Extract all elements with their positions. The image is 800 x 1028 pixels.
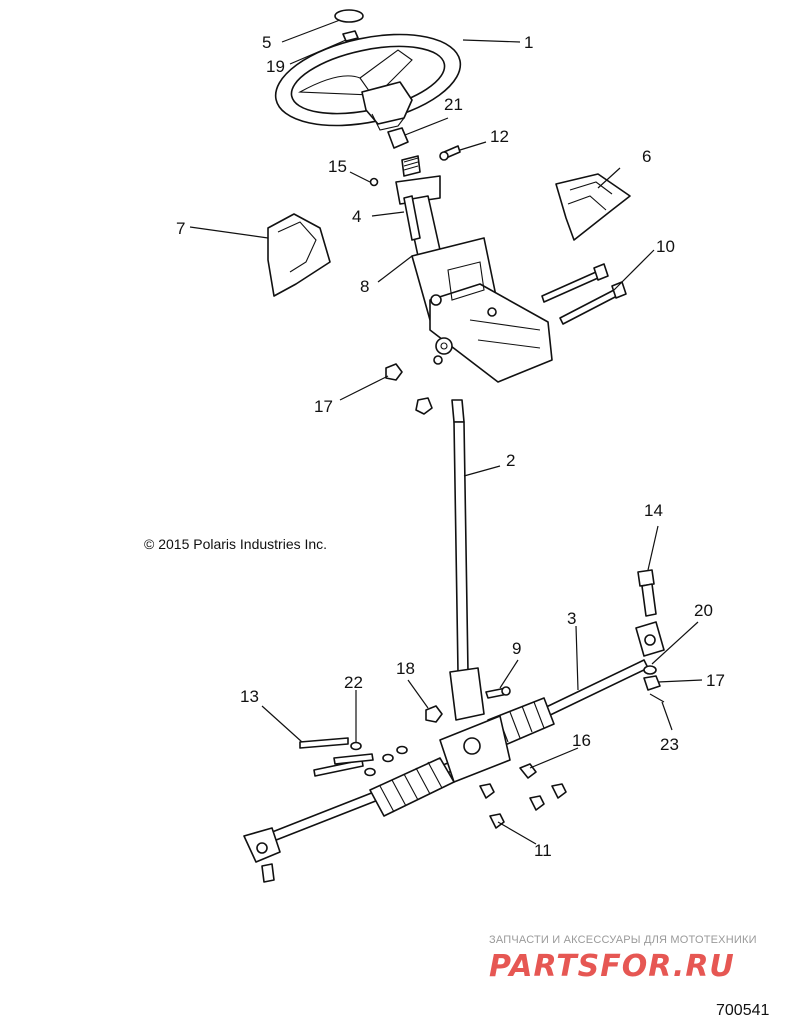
castle-nut [643,675,661,691]
washer [643,665,657,675]
pin [439,145,461,161]
callout-11: 11 [534,841,552,860]
callout-numbers: 1 2 3 4 5 6 7 8 9 10 11 12 13 14 15 16 1… [176,33,725,860]
svg-text:PARTSFOR.RU: PARTSFOR.RU [489,949,735,983]
column-nut [415,397,433,415]
callout-19: 19 [266,57,285,76]
callout-17-upper: 17 [314,397,333,416]
steering-rack [243,621,665,883]
watermark-logo: PARTSFOR.RU [489,949,735,983]
callout-10: 10 [656,237,675,256]
bracket-bolts [541,263,627,325]
callout-12: 12 [490,127,509,146]
right-cover [555,173,631,241]
leader-lines [189,19,703,845]
callout-22: 22 [344,673,363,692]
rack-mount-bolts [299,737,408,777]
callout-15: 15 [328,157,347,176]
callout-4: 4 [352,207,361,226]
intermediate-shaft [449,399,485,721]
callout-23: 23 [660,735,679,754]
cotter-pin [649,693,665,703]
pinch-bolt [485,686,511,699]
callout-20: 20 [694,601,713,620]
pinch-nut [425,705,443,723]
copyright-notice: © 2015 Polaris Industries Inc. [144,536,328,552]
tie-rod-bolt [637,569,657,617]
steering-column-bracket [395,155,553,383]
callout-18: 18 [396,659,415,678]
drawing-number: 700541 [716,1002,770,1019]
rack-nuts [479,763,567,829]
wheel-nut [342,30,359,42]
callout-7: 7 [176,219,185,238]
callout-5: 5 [262,33,271,52]
callout-1: 1 [524,33,533,52]
callout-16: 16 [572,731,591,750]
callout-3: 3 [567,609,576,628]
small-nut [369,177,379,187]
callout-6: 6 [642,147,651,166]
column-nut [385,363,403,381]
callout-9: 9 [512,639,521,658]
horn-cap [334,9,364,23]
bushing [387,127,409,149]
callout-14: 14 [644,501,663,520]
callout-2: 2 [506,451,515,470]
callout-13: 13 [240,687,259,706]
callout-8: 8 [360,277,369,296]
watermark-tagline: ЗАПЧАСТИ И АКСЕССУАРЫ ДЛЯ МОТОТЕХНИКИ [489,934,757,946]
callout-21: 21 [444,95,463,114]
callout-17-lower: 17 [706,671,725,690]
left-cover [267,213,331,297]
steering-wheel [274,33,462,131]
